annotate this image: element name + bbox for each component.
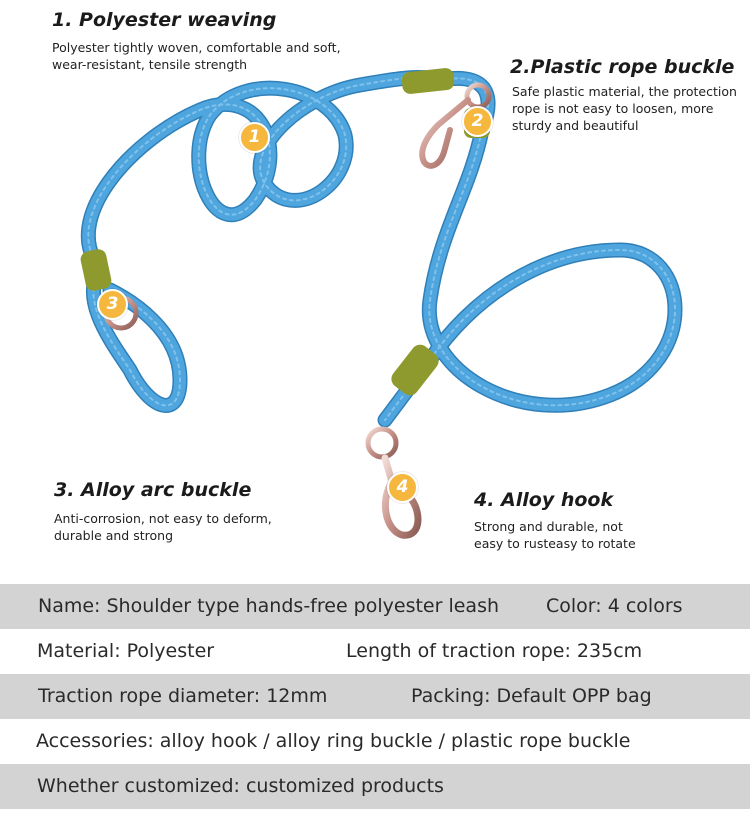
feature-3-desc: Anti-corrosion, not easy to deform, dura… (54, 510, 272, 544)
spec-row: Traction rope diameter: 12mm Packing: De… (0, 674, 750, 719)
feature-2-desc-line: sturdy and beautiful (512, 118, 639, 133)
feature-3-desc-line: durable and strong (54, 528, 174, 543)
spec-row: Name: Shoulder type hands-free polyester… (0, 584, 750, 629)
feature-4-desc: Strong and durable, not easy to rusteasy… (474, 518, 636, 552)
spec-color: Color: 4 colors (546, 595, 683, 617)
spec-name: Name: Shoulder type hands-free polyester… (38, 595, 500, 617)
feature-2-desc: Safe plastic material, the protection ro… (512, 83, 737, 134)
feature-2-desc-line: rope is not easy to loosen, more (512, 101, 714, 116)
feature-4-desc-line: Strong and durable, not (474, 519, 623, 534)
spec-packing: Packing: Default OPP bag (411, 685, 652, 707)
badge-1-icon: 1 (239, 122, 270, 153)
spec-diameter: Traction rope diameter: 12mm (38, 685, 328, 707)
spec-row: Accessories: alloy hook / alloy ring buc… (0, 719, 750, 764)
badge-4-icon: 4 (387, 472, 418, 503)
spec-customized: Whether customized: customized products (37, 775, 444, 797)
feature-1-desc: Polyester tightly woven, comfortable and… (52, 39, 341, 73)
feature-1-desc-line: Polyester tightly woven, comfortable and… (52, 40, 341, 55)
spec-material: Material: Polyester (37, 640, 215, 662)
feature-1-title: 1. Polyester weaving (52, 9, 277, 31)
product-illustration: 1 2 3 4 1. Polyester weaving Polyester t… (52, 9, 737, 552)
spec-table: Name: Shoulder type hands-free polyester… (0, 584, 750, 809)
spec-length: Length of traction rope: 235cm (346, 640, 643, 662)
feature-2-desc-line: Safe plastic material, the protection (512, 84, 737, 99)
feature-1-desc-line: wear-resistant, tensile strength (52, 57, 248, 72)
spec-row: Material: Polyester Length of traction r… (0, 629, 750, 674)
feature-2-title: 2.Plastic rope buckle (510, 56, 735, 78)
badge-3-icon: 3 (97, 289, 128, 320)
badge-2-icon: 2 (462, 106, 493, 137)
feature-4-title: 4. Alloy hook (474, 489, 614, 511)
feature-3-title: 3. Alloy arc buckle (54, 479, 252, 501)
spec-accessories: Accessories: alloy hook / alloy ring buc… (36, 730, 631, 752)
metal-hardware (103, 82, 492, 539)
spec-row: Whether customized: customized products (0, 764, 750, 809)
feature-4-desc-line: easy to rusteasy to rotate (474, 536, 636, 551)
feature-3-desc-line: Anti-corrosion, not easy to deform, (54, 511, 272, 526)
